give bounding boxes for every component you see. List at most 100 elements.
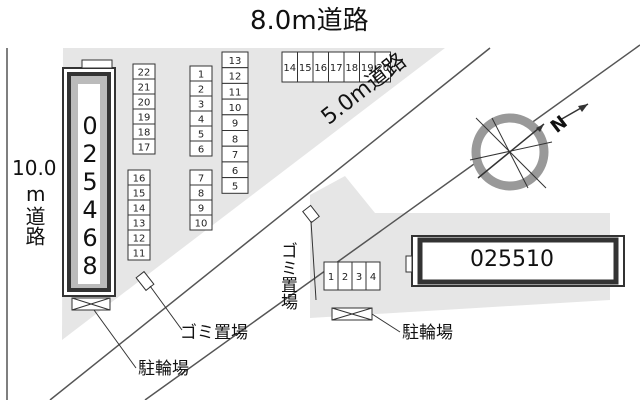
parking-slot: 8 — [189, 184, 213, 201]
parking-slot: 10 — [221, 98, 249, 116]
parking-slot-number: 7 — [232, 150, 238, 161]
parking-slot-number: 1 — [198, 70, 204, 81]
parking-slot: 20 — [374, 51, 391, 83]
parking-slot: 16 — [312, 51, 329, 83]
building-right-side-detail — [405, 255, 413, 273]
parking-slot: 9 — [221, 114, 249, 132]
parking-slot-number: 13 — [229, 56, 242, 67]
parking-slot-number: 15 — [299, 63, 312, 74]
parking-slot-number: 5 — [198, 130, 204, 141]
parking-slot: 5 — [189, 125, 213, 142]
garbage-bin-2 — [302, 204, 320, 224]
parking-slot-number: 15 — [133, 189, 146, 200]
parking-slot-number: 20 — [138, 98, 151, 109]
parking-slot-number: 14 — [133, 204, 146, 215]
garbage-label-2: ゴミ置場 — [277, 242, 297, 310]
parking-slot-number: 6 — [232, 166, 238, 177]
parking-slot: 12 — [221, 67, 249, 84]
parking-slot-number: 2 — [198, 85, 204, 96]
bike-parking-1 — [71, 297, 111, 311]
parking-slot-number: 22 — [138, 68, 151, 79]
parking-slot: 11 — [127, 244, 151, 261]
parking-slot-number: 16 — [133, 174, 146, 185]
building-left-id: 025468 — [76, 112, 104, 280]
parking-slot-number: 21 — [138, 83, 151, 94]
parking-slot: 7 — [221, 145, 249, 163]
parking-slot-number: 18 — [345, 63, 358, 74]
top-road-label: 8.0m道路 — [250, 6, 369, 36]
compass-icon — [469, 103, 589, 191]
parking-slot-number: 18 — [138, 128, 151, 139]
parking-slot: 1 — [189, 65, 213, 82]
parking-slot: 19 — [132, 108, 156, 125]
parking-slot: 6 — [221, 161, 249, 179]
parking-slot: 3 — [189, 95, 213, 112]
parking-slot-number: 10 — [195, 219, 208, 230]
building-right-id: 025510 — [470, 247, 554, 272]
parking-slot-number: 5 — [232, 181, 238, 192]
parking-slot: 14 — [281, 51, 298, 83]
parking-slot-number: 17 — [330, 63, 343, 74]
parking-slot-number: 12 — [133, 234, 146, 245]
parking-slot: 13 — [221, 51, 249, 69]
parking-slot-number: 9 — [232, 119, 238, 130]
parking-slot-number: 4 — [370, 272, 376, 283]
parking-slot: 2 — [189, 80, 213, 97]
left-lot-area — [62, 48, 445, 340]
parking-slot: 14 — [127, 199, 151, 216]
parking-slot-number: 8 — [232, 134, 238, 145]
parking-slot-number: 1 — [328, 272, 334, 283]
parking-slot: 10 — [189, 214, 213, 231]
parking-slot-number: 19 — [361, 63, 374, 74]
left-road-unit: m — [26, 182, 46, 206]
parking-slot: 15 — [297, 51, 314, 83]
parking-slot-number: 2 — [342, 272, 348, 283]
parking-slot: 9 — [189, 199, 213, 216]
building-left-label-box — [78, 84, 100, 284]
parking-slot: 17 — [132, 138, 156, 155]
parking-slot: 13 — [127, 214, 151, 231]
parking-slot: 6 — [189, 140, 213, 157]
parking-slot: 20 — [132, 93, 156, 110]
parking-slot: 22 — [132, 63, 156, 80]
building-left-top-detail — [81, 59, 113, 69]
parking-slot: 17 — [328, 51, 345, 83]
bike-parking-2 — [331, 307, 373, 321]
bike-label-2: 駐輪場 — [402, 323, 453, 343]
parking-slot: 16 — [127, 169, 151, 186]
parking-slot: 3 — [351, 261, 367, 291]
parking-slot-number: 14 — [283, 63, 296, 74]
parking-slot-number: 11 — [229, 87, 242, 98]
parking-slot-number: 16 — [314, 63, 327, 74]
parking-slot: 2 — [337, 261, 353, 291]
parking-slot-number: 12 — [229, 72, 242, 83]
parking-slot-number: 20 — [376, 63, 389, 74]
garbage-label-1: ゴミ置場 — [180, 323, 248, 343]
parking-slot-number: 17 — [138, 143, 151, 154]
parking-slot: 5 — [221, 177, 249, 194]
parking-slot: 18 — [343, 51, 360, 83]
parking-slot-number: 3 — [356, 272, 362, 283]
parking-slot-number: 10 — [229, 103, 242, 114]
parking-slot-number: 6 — [198, 145, 204, 156]
parking-slot-number: 9 — [198, 204, 204, 215]
parking-slot: 18 — [132, 123, 156, 140]
parking-slot: 21 — [132, 78, 156, 95]
parking-slot-number: 4 — [198, 115, 204, 126]
parking-slot: 12 — [127, 229, 151, 246]
parking-slot-number: 7 — [198, 174, 204, 185]
parking-slot: 11 — [221, 82, 249, 100]
parking-slot: 7 — [189, 169, 213, 186]
left-road-number: 10.0 — [12, 156, 57, 180]
parking-slot: 8 — [221, 130, 249, 147]
parking-slot-number: 13 — [133, 219, 146, 230]
parking-slot: 4 — [365, 261, 381, 291]
left-road-text: 道路 — [22, 206, 46, 246]
parking-slots: 2221201918171615141312111234567891013121… — [127, 51, 391, 291]
parking-slot-number: 11 — [133, 249, 146, 260]
parking-slot: 15 — [127, 184, 151, 201]
parking-slot: 4 — [189, 110, 213, 127]
bike-label-1: 駐輪場 — [138, 359, 189, 379]
